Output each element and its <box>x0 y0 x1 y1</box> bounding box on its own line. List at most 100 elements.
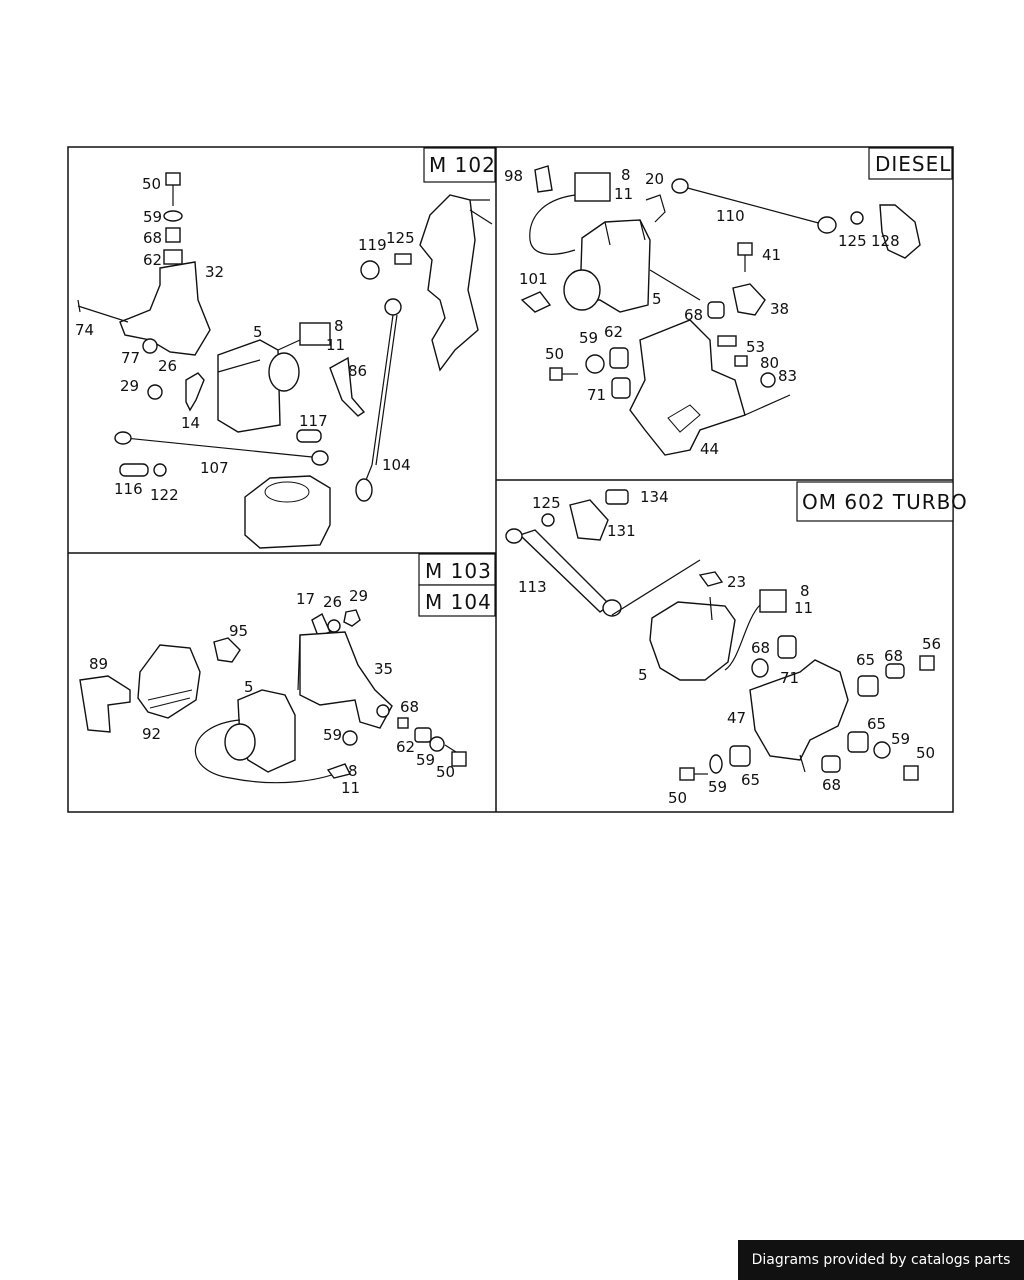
part-number-label: 80 <box>760 354 779 372</box>
actuator-motor-icon <box>563 219 651 313</box>
panel-diesel: DIESEL <box>504 147 953 458</box>
part-number-label: 50 <box>436 763 455 781</box>
part-number-label: 20 <box>645 170 664 188</box>
part-number-label: 65 <box>741 771 760 789</box>
linkage-rod-icon <box>645 178 837 234</box>
panel-title-m103: M 103 <box>425 559 492 583</box>
part-number-label: 110 <box>716 207 745 225</box>
part-number-label: 50 <box>545 345 564 363</box>
part-number-label: 35 <box>374 660 393 678</box>
part-number-label: 68 <box>400 698 419 716</box>
actuator-motor-icon <box>649 596 761 681</box>
part-number-label: 11 <box>794 599 813 617</box>
part-number-label: 68 <box>143 229 162 247</box>
part-number-label: 47 <box>727 709 746 727</box>
bracket-icon <box>79 675 131 733</box>
part-number-label: 65 <box>867 715 886 733</box>
part-number-label: 125 <box>838 232 867 250</box>
mounting-bracket-icon <box>299 631 393 729</box>
part-number-label: 11 <box>614 185 633 203</box>
part-number-label: 59 <box>143 208 162 226</box>
part-number-label: 8 <box>800 582 810 600</box>
part-number-label: 125 <box>386 229 415 247</box>
part-number-label: 117 <box>299 412 328 430</box>
part-number-label: 74 <box>75 321 94 339</box>
part-number-label: 89 <box>89 655 108 673</box>
part-number-label: 53 <box>746 338 765 356</box>
mounting-bracket-icon <box>119 261 211 356</box>
part-number-label: 14 <box>181 414 200 432</box>
panel-om602-turbo: OM 602 TURBO <box>505 481 968 807</box>
part-number-label: 107 <box>200 459 229 477</box>
part-number-label: 5 <box>638 666 648 684</box>
part-number-label: 68 <box>822 776 841 794</box>
throttle-linkage-icon <box>419 194 479 372</box>
linkage-rod-icon <box>114 429 329 477</box>
part-number-label: 56 <box>922 635 941 653</box>
part-labels-m103: 17 26 29 95 89 35 5 68 92 59 62 59 50 8 … <box>89 587 455 797</box>
part-number-label: 98 <box>504 167 523 185</box>
part-number-label: 5 <box>652 290 662 308</box>
part-number-label: 101 <box>519 270 548 288</box>
part-number-label: 38 <box>770 300 789 318</box>
part-number-label: 68 <box>751 639 770 657</box>
part-number-label: 59 <box>416 751 435 769</box>
actuator-motor-icon <box>217 322 331 433</box>
part-number-label: 122 <box>150 486 179 504</box>
part-number-label: 128 <box>871 232 900 250</box>
part-number-label: 29 <box>120 377 139 395</box>
part-labels-om602: 125 134 131 113 23 8 11 5 68 71 65 68 56… <box>518 488 941 807</box>
part-number-label: 65 <box>856 651 875 669</box>
engine-mount-icon <box>629 319 746 456</box>
part-number-label: 26 <box>323 593 342 611</box>
part-number-label: 134 <box>640 488 669 506</box>
part-number-label: 62 <box>604 323 623 341</box>
part-number-label: 50 <box>142 175 161 193</box>
panel-m102: M 102 <box>75 147 496 549</box>
part-number-label: 125 <box>532 494 561 512</box>
bolt-stack-icon <box>163 172 183 265</box>
part-number-label: 11 <box>326 336 345 354</box>
part-number-label: 59 <box>891 730 910 748</box>
part-number-label: 86 <box>348 362 367 380</box>
part-number-label: 71 <box>780 669 799 687</box>
part-number-label: 41 <box>762 246 781 264</box>
part-number-label: 26 <box>158 357 177 375</box>
part-number-label: 23 <box>727 573 746 591</box>
connector-icon <box>137 644 201 719</box>
part-number-label: 71 <box>587 386 606 404</box>
part-number-label: 17 <box>296 590 315 608</box>
part-number-label: 119 <box>358 236 387 254</box>
part-number-label: 92 <box>142 725 161 743</box>
part-number-label: 59 <box>579 329 598 347</box>
part-number-label: 95 <box>229 622 248 640</box>
part-number-label: 44 <box>700 440 719 458</box>
panel-title-om602: OM 602 TURBO <box>802 490 968 514</box>
linkage-rod-icon <box>505 528 701 617</box>
part-number-label: 131 <box>607 522 636 540</box>
part-number-label: 116 <box>114 480 143 498</box>
part-labels-m102: 50 59 68 62 32 74 77 5 8 11 29 26 14 86 … <box>75 175 415 504</box>
panel-title-diesel: DIESEL <box>875 152 951 176</box>
part-number-label: 83 <box>778 367 797 385</box>
diagram-frame <box>67 146 954 813</box>
panel-title-m104: M 104 <box>425 590 492 614</box>
actuator-motor-icon <box>194 689 341 784</box>
part-number-label: 62 <box>396 738 415 756</box>
part-number-label: 113 <box>518 578 547 596</box>
attribution-banner: Diagrams provided by catalogs parts <box>738 1240 1024 1280</box>
part-number-label: 29 <box>349 587 368 605</box>
panel-title-m102: M 102 <box>429 153 496 177</box>
part-number-label: 59 <box>323 726 342 744</box>
part-number-label: 50 <box>668 789 687 807</box>
bracket-icon <box>732 283 766 316</box>
throttle-cable-icon <box>355 298 402 502</box>
part-number-label: 5 <box>253 323 263 341</box>
part-number-label: 59 <box>708 778 727 796</box>
part-number-label: 50 <box>916 744 935 762</box>
part-number-label: 5 <box>244 678 254 696</box>
part-labels-diesel: 98 8 11 20 110 125 128 41 101 5 38 68 53… <box>504 166 900 458</box>
part-number-label: 8 <box>334 317 344 335</box>
part-number-label: 62 <box>143 251 162 269</box>
